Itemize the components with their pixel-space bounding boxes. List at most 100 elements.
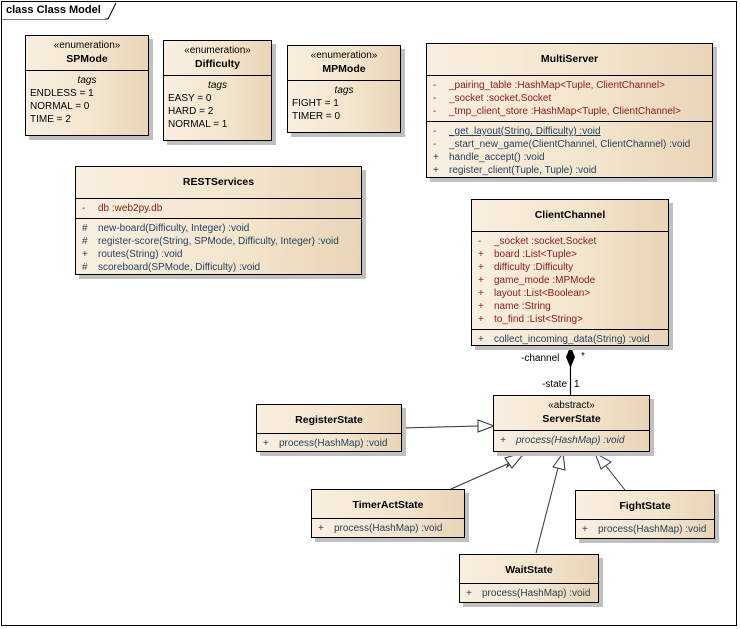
- attribute-row: +name :String: [478, 301, 551, 312]
- tags-label: tags: [77, 75, 97, 86]
- enum-literals: tags ENDLESS = 1 NORMAL = 0 TIME = 2: [26, 71, 148, 129]
- class-name: RegisterState: [295, 414, 363, 426]
- class-header: MultiServer: [427, 44, 712, 76]
- operation-row: +process(HashMap) :void: [466, 588, 591, 599]
- operation-row: #scoreboard(SPMode, Difficulty) :void: [82, 262, 261, 273]
- attribute-row: -_socket :socket.Socket: [433, 93, 552, 104]
- operation-row: +process(HashMap) :void: [500, 435, 625, 446]
- class-header: RegisterState: [257, 405, 401, 434]
- class-clientchannel[interactable]: ClientChannel -_socket :socket.Socket +b…: [471, 199, 669, 346]
- frame-tab-border: [2, 2, 117, 20]
- class-restservices[interactable]: RESTServices -db :web2py.db #new-board(D…: [75, 166, 362, 275]
- attribute-row: +difficulty :Difficulty: [478, 262, 574, 273]
- association-target-role: -state: [542, 379, 568, 390]
- attribute-row: -_tmp_client_store :HashMap<Tuple, Clien…: [433, 106, 681, 117]
- class-header: RESTServices: [76, 167, 361, 199]
- operations-compartment: +collect_incoming_data(String) :void: [472, 330, 668, 349]
- operation-row: +process(HashMap) :void: [582, 524, 707, 535]
- operation-row: +handle_accept() :void: [433, 152, 545, 163]
- operations-compartment: +process(HashMap) :void: [257, 434, 401, 453]
- enum-literal: HARD = 2: [168, 106, 214, 117]
- class-name: WaitState: [505, 564, 553, 576]
- attributes-compartment: -_socket :socket.Socket +board :List<Tup…: [472, 232, 668, 330]
- enum-literal: EASY = 0: [168, 93, 212, 104]
- operations-compartment: +process(HashMap) :void: [494, 431, 649, 450]
- operation-row: #register-score(String, SPMode, Difficul…: [82, 236, 339, 247]
- operation-row: -_start_new_game(ClientChannel, ClientCh…: [433, 139, 691, 150]
- enum-header: «enumeration» SPMode: [26, 36, 148, 71]
- enum-literal: FIGHT = 1: [292, 98, 339, 109]
- class-header: «abstract» ServerState: [494, 396, 649, 431]
- enum-header: «enumeration» MPMode: [288, 46, 400, 81]
- enum-difficulty[interactable]: «enumeration» Difficulty tags EASY = 0 H…: [163, 40, 272, 141]
- association-source-multiplicity: *: [581, 351, 585, 362]
- enum-spmode[interactable]: «enumeration» SPMode tags ENDLESS = 1 NO…: [25, 35, 149, 136]
- generalization-line-registerstate: [401, 425, 479, 429]
- operation-row: #new-board(Difficulty, Integer) :void: [82, 223, 250, 234]
- generalization-line-waitstate: [535, 467, 559, 554]
- class-header: FightState: [576, 491, 714, 520]
- operation-row: +register_client(Tuple, Tuple) :void: [433, 165, 597, 176]
- stereotype: «enumeration»: [310, 50, 378, 61]
- operations-compartment: +process(HashMap) :void: [460, 584, 598, 603]
- class-name: ServerState: [542, 413, 601, 425]
- class-serverstate[interactable]: «abstract» ServerState +process(HashMap)…: [493, 395, 650, 452]
- attribute-row: -_pairing_table :HashMap<Tuple, ClientCh…: [433, 80, 665, 91]
- stereotype: «abstract»: [548, 400, 595, 411]
- class-name: TimerActState: [352, 499, 424, 511]
- enum-name: SPMode: [66, 53, 108, 65]
- operations-compartment: -_get_layout(String, Difficulty) :void -…: [427, 122, 712, 180]
- generalization-arrow-fightstate: [594, 451, 612, 470]
- class-fightstate[interactable]: FightState +process(HashMap) :void: [575, 490, 715, 539]
- generalization-line-fightstate: [605, 465, 626, 491]
- operations-compartment: +process(HashMap) :void: [312, 519, 464, 538]
- generalization-arrow-waitstate: [552, 451, 566, 471]
- class-timeractstate[interactable]: TimerActState +process(HashMap) :void: [311, 489, 465, 538]
- class-name: FightState: [619, 500, 671, 512]
- attributes-compartment: -db :web2py.db: [76, 199, 361, 219]
- class-name: MultiServer: [540, 53, 599, 65]
- operation-row: -_get_layout(String, Difficulty) :void: [433, 126, 601, 137]
- attribute-row: -db :web2py.db: [82, 203, 163, 214]
- attributes-compartment: -_pairing_table :HashMap<Tuple, ClientCh…: [427, 76, 712, 122]
- generalization-line-timeractstate: [450, 461, 513, 490]
- operations-compartment: #new-board(Difficulty, Integer) :void #r…: [76, 219, 361, 277]
- operation-row: +collect_incoming_data(String) :void: [478, 334, 650, 345]
- attribute-row: -_socket :socket.Socket: [478, 236, 597, 247]
- enum-literals: tags FIGHT = 1 TIMER = 0: [288, 81, 400, 126]
- enum-literal: TIME = 2: [30, 114, 71, 125]
- operation-row: +process(HashMap) :void: [263, 438, 388, 449]
- enum-literal: TIMER = 0: [292, 111, 341, 122]
- class-header: WaitState: [460, 555, 598, 584]
- enum-literal: ENDLESS = 1: [30, 88, 94, 99]
- enum-literal: NORMAL = 1: [168, 119, 228, 130]
- operation-row: +process(HashMap) :void: [318, 523, 443, 534]
- class-name: ClientChannel: [534, 209, 606, 221]
- class-waitstate[interactable]: WaitState +process(HashMap) :void: [459, 554, 599, 603]
- attribute-row: +layout :List<Boolean>: [478, 288, 591, 299]
- association-source-role: -channel: [521, 353, 560, 364]
- operation-row: +routes(String) :void: [82, 249, 183, 260]
- tags-label: tags: [334, 85, 354, 96]
- enum-literals: tags EASY = 0 HARD = 2 NORMAL = 1: [164, 76, 271, 134]
- frame-title: class Class Model: [2, 2, 105, 19]
- attribute-row: +game_mode :MPMode: [478, 275, 596, 286]
- stereotype: «enumeration»: [53, 40, 121, 51]
- class-header: TimerActState: [312, 490, 464, 519]
- enum-name: MPMode: [322, 63, 366, 75]
- association-target-multiplicity: 1: [574, 379, 580, 390]
- enum-name: Difficulty: [195, 58, 240, 70]
- enum-mpmode[interactable]: «enumeration» MPMode tags FIGHT = 1 TIME…: [287, 45, 401, 133]
- generalization-arrow-registerstate: [477, 419, 496, 433]
- attribute-row: +to_find :List<String>: [478, 314, 583, 325]
- enum-literal: NORMAL = 0: [30, 101, 90, 112]
- attribute-row: +board :List<Tuple>: [478, 249, 578, 260]
- class-multiserver[interactable]: MultiServer -_pairing_table :HashMap<Tup…: [426, 43, 713, 178]
- operations-compartment: +process(HashMap) :void: [576, 520, 714, 539]
- class-registerstate[interactable]: RegisterState +process(HashMap) :void: [256, 404, 402, 452]
- stereotype: «enumeration»: [184, 45, 251, 56]
- class-header: ClientChannel: [472, 200, 668, 232]
- enum-header: «enumeration» Difficulty: [164, 41, 271, 76]
